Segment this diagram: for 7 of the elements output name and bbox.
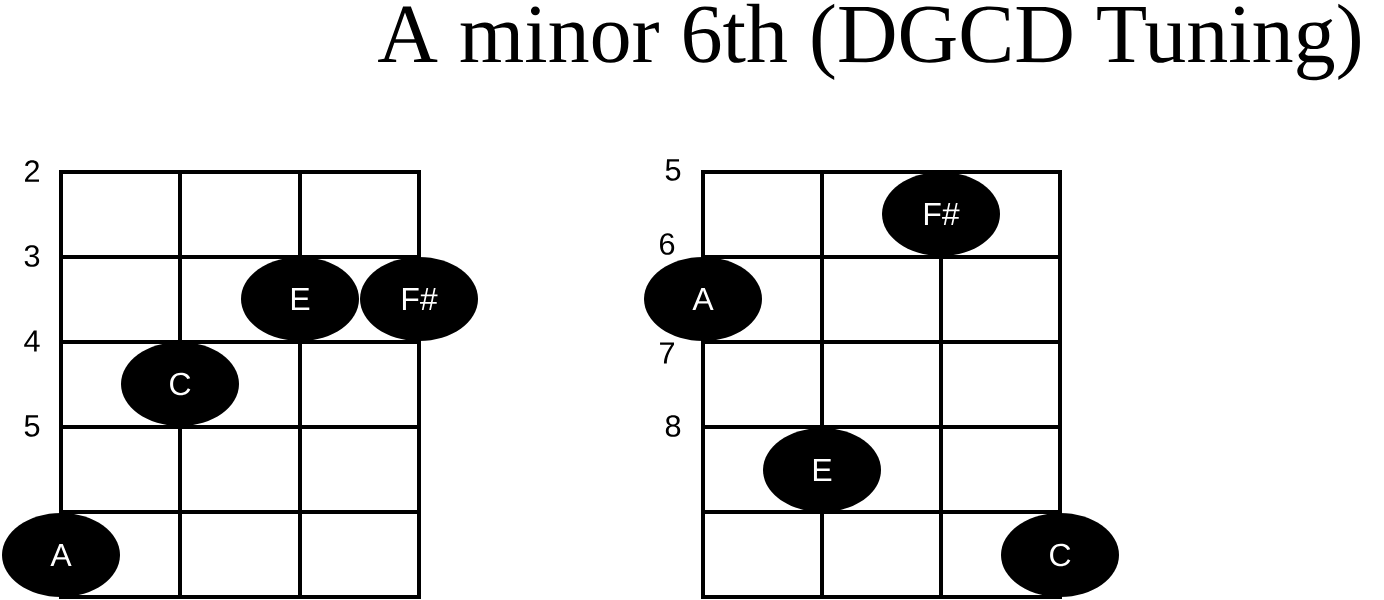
- fret-number: 8: [665, 415, 681, 437]
- title: A minor 6th (DGCD Tuning): [378, 3, 1360, 81]
- fret-number: 4: [24, 330, 40, 352]
- fret-number: 5: [24, 415, 40, 437]
- fret-number: 3: [24, 245, 40, 267]
- fret-number: 2: [25, 160, 39, 182]
- fret-number: 5: [665, 159, 681, 181]
